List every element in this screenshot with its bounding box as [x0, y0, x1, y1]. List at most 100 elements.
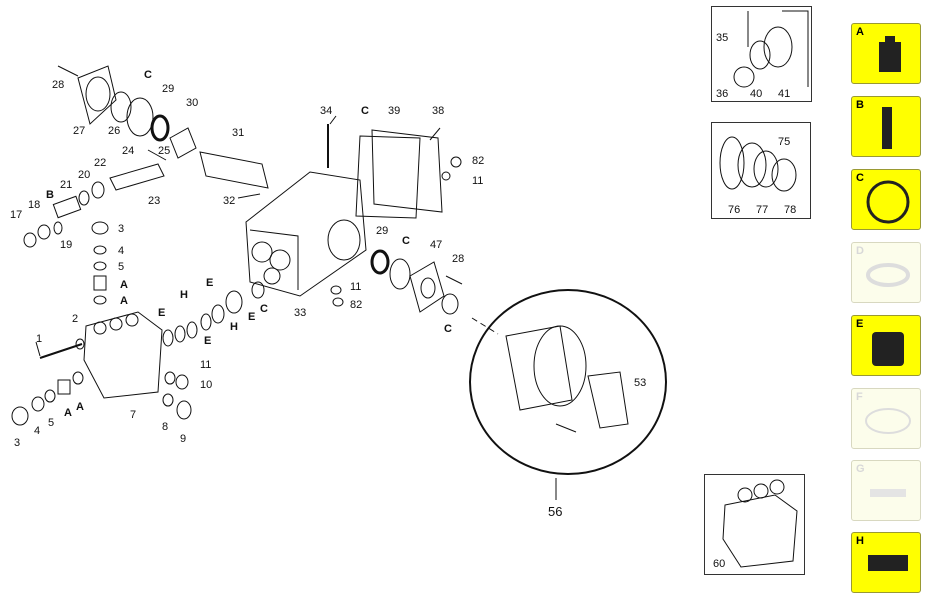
bolt-1: [39, 343, 83, 359]
label-23: 23: [148, 195, 160, 207]
manifold-port-c: [769, 479, 785, 495]
label-e2: E: [206, 277, 213, 289]
label-22: 22: [94, 157, 106, 169]
part-78: [771, 158, 797, 192]
label-39: 39: [388, 105, 400, 117]
label-77: 77: [756, 204, 768, 216]
label-e1: E: [158, 307, 165, 319]
label-5b: 5: [48, 417, 54, 429]
kit-button-h[interactable]: H: [851, 532, 921, 593]
label-28: 28: [52, 79, 64, 91]
adapter-flange: [533, 325, 587, 407]
kit-button-f[interactable]: F: [851, 388, 921, 449]
label-3: 3: [118, 223, 124, 235]
cover-39: [371, 129, 443, 213]
kit-b-label: B: [856, 99, 864, 111]
label-a3: A: [64, 407, 72, 419]
flange-47: [409, 261, 445, 313]
kit-button-g[interactable]: G: [851, 460, 921, 521]
label-60: 60: [713, 558, 725, 570]
seal-e2: [200, 313, 212, 331]
inset-manifold-detail: 60: [704, 474, 805, 575]
label-28b: 28: [452, 253, 464, 265]
label-27: 27: [73, 125, 85, 137]
o-ring-kit-icon: [866, 180, 910, 224]
pin-24: [147, 149, 167, 161]
bearing-cap-c: [441, 293, 459, 315]
label-9: 9: [180, 433, 186, 445]
valve-a1: [93, 275, 107, 291]
label-c-cap: C: [444, 323, 452, 335]
kit-button-b[interactable]: B: [851, 96, 921, 157]
ring-4b: [31, 396, 45, 412]
crankshaft-31: [199, 151, 269, 189]
inset-bearing-detail: 75 76 77 78: [711, 122, 811, 219]
leader-1: [35, 341, 41, 357]
crankcase-33: [245, 171, 367, 297]
kit-button-c[interactable]: C: [851, 169, 921, 230]
screw-56: [555, 423, 577, 433]
label-1: 1: [36, 333, 42, 345]
kit-g-label: G: [856, 463, 865, 475]
kit-e-label: E: [856, 318, 864, 330]
label-11b: 11: [350, 281, 361, 293]
inset-valve-detail: 35 36 40 41: [711, 6, 812, 102]
label-40: 40: [750, 88, 762, 100]
packing-kit-icon: [872, 332, 904, 366]
ring-kit-icon: [865, 408, 911, 434]
o-ring-c2: [389, 258, 411, 290]
label-c-top: C: [144, 69, 152, 81]
ring-4: [93, 245, 107, 255]
plunger-kit-icon: [882, 107, 892, 149]
label-33: 33: [294, 307, 306, 319]
kit-button-a[interactable]: A: [851, 23, 921, 84]
gasket-kit-icon: [870, 489, 906, 497]
plug-82: [450, 156, 462, 168]
label-e4: E: [248, 311, 255, 323]
label-25: 25: [158, 145, 170, 157]
seal-29b: [370, 249, 390, 275]
label-29: 29: [162, 83, 174, 95]
manifold-7: [83, 311, 163, 399]
label-53: 53: [634, 377, 646, 389]
plug-10: [175, 374, 189, 390]
label-20: 20: [78, 169, 90, 181]
part-75: [737, 142, 767, 188]
plug-3b: [11, 406, 29, 426]
flange-27: [77, 65, 117, 125]
ring-8: [162, 393, 174, 407]
inset-bearing-drawing: 75 76 77 78: [719, 136, 797, 216]
washer-18: [37, 224, 51, 240]
label-24: 24: [122, 145, 134, 157]
nut-17: [23, 232, 37, 248]
bore-1: [251, 241, 273, 263]
plug-3: [91, 221, 109, 235]
label-30: 30: [186, 97, 198, 109]
part-77: [753, 150, 779, 188]
part-36: [733, 66, 755, 88]
kit-button-e[interactable]: E: [851, 315, 921, 376]
label-h1: H: [180, 289, 188, 301]
sleeve-b: [52, 195, 82, 219]
label-41: 41: [778, 88, 790, 100]
label-47: 47: [430, 239, 442, 251]
label-c-ring: C: [260, 303, 268, 315]
adapter-56: [505, 325, 573, 411]
label-82: 82: [472, 155, 484, 167]
label-34: 34: [320, 105, 332, 117]
label-36: 36: [716, 88, 728, 100]
label-29b: 29: [376, 225, 388, 237]
label-a1: A: [120, 279, 128, 291]
kit-c-label: C: [856, 172, 864, 184]
label-2: 2: [72, 313, 78, 325]
part-40: [749, 40, 771, 70]
label-8: 8: [162, 421, 168, 433]
label-4b: 4: [34, 425, 40, 437]
label-75: 75: [778, 136, 790, 148]
kit-button-d[interactable]: D: [851, 242, 921, 303]
housing-edge: [782, 10, 809, 87]
part-41: [763, 26, 793, 68]
label-82b: 82: [350, 299, 362, 311]
ring-2: [75, 338, 85, 350]
valve-kit-icon: [879, 36, 901, 72]
